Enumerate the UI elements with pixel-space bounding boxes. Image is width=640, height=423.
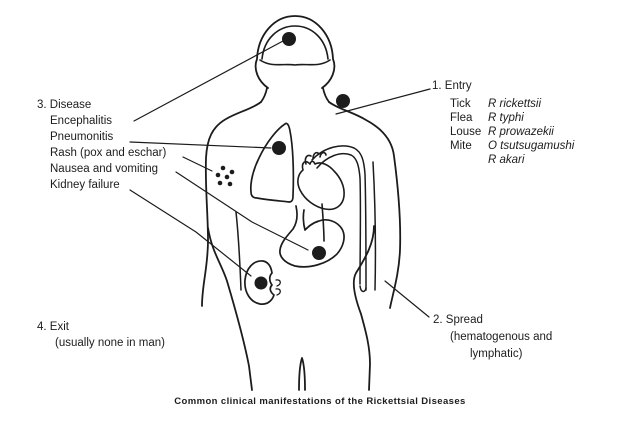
entry-row-akari: R akari: [450, 153, 574, 167]
disease-item-rash: Rash (pox and eschar): [50, 147, 167, 159]
disease-item-kidney: Kidney failure: [50, 179, 120, 191]
body-outline: [201, 101, 402, 391]
exit-annotation: 4. Exit (usually none in man): [37, 319, 165, 351]
leader-line-encephalitis: [133, 40, 284, 122]
entry-row-louse: Louse R prowazekii: [450, 125, 574, 139]
leader-line-nausea: [175, 171, 309, 251]
vector-name: Louse: [450, 126, 482, 138]
organism-name: R akari: [488, 154, 525, 166]
stomach-infection-dot: [312, 246, 326, 260]
spread-note-line1: (hematogenous and: [450, 331, 553, 343]
leader-line-spread: [384, 280, 430, 318]
vector-name: Flea: [450, 112, 473, 124]
entry-label: 1. Entry: [432, 80, 472, 92]
figure-caption: Common clinical manifestations of the Ri…: [174, 396, 466, 407]
vector-name: Mite: [450, 140, 472, 152]
lung-outline: [249, 122, 295, 203]
entry-annotation: 1. Entry Tick R rickettsii Flea R typhi …: [432, 79, 574, 167]
kidney-infection-dot: [254, 276, 268, 290]
brain-outline: [259, 25, 331, 66]
organism-name: R typhi: [488, 112, 524, 124]
disease-item-nausea: Nausea and vomiting: [50, 163, 159, 175]
exit-note: (usually none in man): [55, 337, 165, 349]
disease-item-encephalitis: Encephalitis: [50, 115, 113, 127]
organism-name: R rickettsii: [488, 98, 542, 110]
disease-label: 3. Disease: [37, 99, 92, 111]
entry-vector-table: Tick R rickettsii Flea R typhi Louse R p…: [450, 97, 574, 167]
vector-name: Tick: [450, 98, 471, 110]
disease-item-pneumonitis: Pneumonitis: [50, 131, 114, 143]
spread-note-line2: lymphatic): [470, 348, 523, 360]
organism-name: R prowazekii: [488, 126, 554, 138]
kidney-outline: [244, 260, 281, 305]
arm-vessel: [311, 145, 377, 293]
entry-row-tick: Tick R rickettsii: [450, 97, 574, 111]
stomach-outline: [279, 205, 345, 268]
spread-label: 2. Spread: [433, 314, 483, 326]
vector-name: [450, 153, 488, 167]
entry-row-flea: Flea R typhi: [450, 111, 574, 125]
brain-infection-dot: [282, 32, 296, 46]
leader-line-rash: [182, 156, 213, 172]
leader-line-pneumonitis: [129, 141, 272, 149]
entry-row-mite: Mite O tsutsugamushi: [450, 139, 574, 153]
leader-line-kidney: [129, 189, 252, 277]
head-outline: [254, 15, 336, 103]
rash-dots: [215, 165, 235, 187]
lung-infection-dot: [272, 141, 286, 155]
organism-name: O tsutsugamushi: [488, 140, 575, 152]
spread-annotation: 2. Spread (hematogenous and lymphatic): [433, 312, 552, 363]
leader-line-entry: [335, 88, 431, 115]
entry-site-dot: [336, 94, 350, 108]
exit-label: 4. Exit: [37, 321, 69, 333]
disease-annotation: 3. Disease Encephalitis Pneumonitis Rash…: [37, 97, 166, 193]
